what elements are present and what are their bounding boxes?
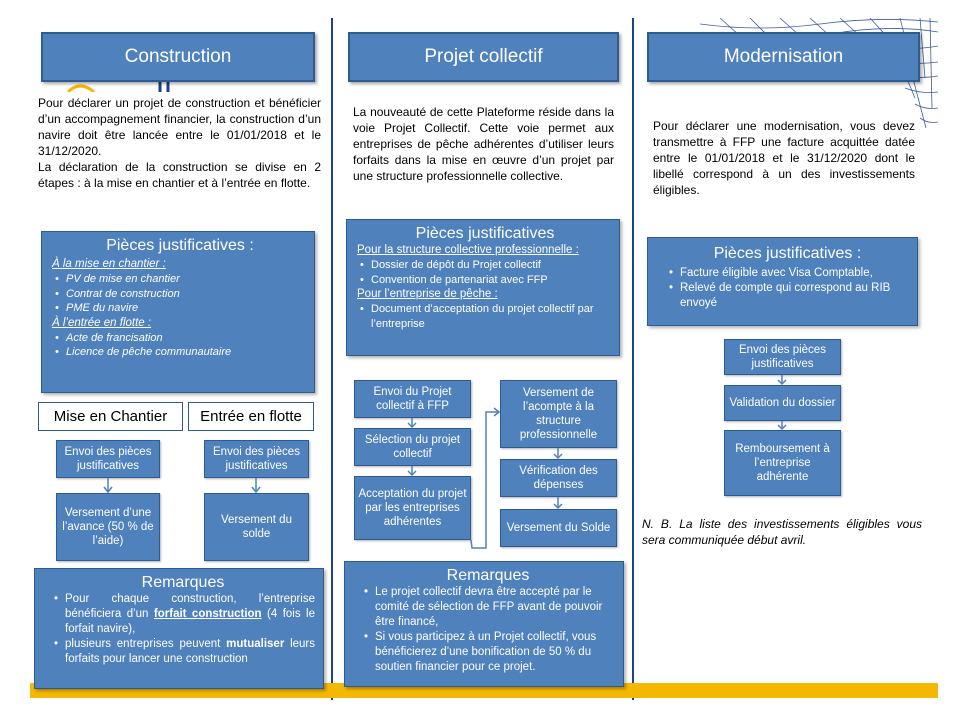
collectif-flow-left-2: Sélection du projet collectif bbox=[354, 428, 471, 466]
collectif-flow-right-3: Versement du Solde bbox=[500, 509, 617, 547]
remark-bold: forfait construction bbox=[153, 608, 262, 620]
remark-text: leurs forfaits pour lancer une construct… bbox=[65, 638, 316, 665]
remark-text: (4 fois le forfait navire), bbox=[65, 608, 315, 635]
collectif-remarques-box: Remarques Le projet collectif devra être… bbox=[344, 561, 624, 687]
modernisation-header: Modernisation bbox=[647, 32, 920, 82]
collectif-flow-left-3: Acceptation du projet par les entreprise… bbox=[354, 476, 471, 540]
entree-en-flotte-label: Entrée en flotte bbox=[188, 402, 314, 431]
divider-left bbox=[331, 18, 333, 700]
construction-intro-1: Pour déclarer un projet de construction … bbox=[38, 96, 321, 158]
arrowhead-icon bbox=[407, 470, 417, 477]
construction-intro-2: La déclaration de la construction se div… bbox=[38, 160, 321, 190]
list-item: Relevé de compte qui correspond au RIB e… bbox=[669, 281, 909, 311]
collectif-flow-right-2: Vérification des dépenses bbox=[500, 459, 617, 497]
modernisation-pieces-box: Pièces justificatives : Facture éligible… bbox=[647, 237, 918, 326]
list-item: Si vous participez à un Projet collectif… bbox=[364, 630, 615, 675]
arrowhead-icon bbox=[103, 486, 113, 494]
list-item: Facture éligible avec Visa Comptable, bbox=[669, 266, 909, 281]
collectif-flow-right-1: Versement de l’acompte à la structure pr… bbox=[500, 380, 617, 448]
list-item: Licence de pêche communautaire bbox=[55, 345, 308, 360]
list-item: Pour chaque construction, l’entreprise b… bbox=[54, 592, 315, 637]
modernisation-pieces-title: Pièces justificatives : bbox=[713, 245, 862, 262]
collectif-remarques-list: Le projet collectif devra être accepté p… bbox=[361, 585, 615, 675]
modernisation-flow-1: Envoi des pièces justificatives bbox=[724, 339, 841, 375]
mise-en-chantier-label: Mise en Chantier bbox=[38, 402, 183, 431]
construction-remarques-title: Remarques bbox=[141, 574, 225, 591]
list-item: Acte de francisation bbox=[55, 331, 308, 346]
collectif-header: Projet collectif bbox=[348, 32, 619, 82]
arrowhead-icon bbox=[777, 424, 787, 431]
arrowhead-icon bbox=[251, 486, 261, 494]
construction-pieces-list2: Acte de francisation Licence de pêche co… bbox=[52, 331, 308, 360]
connector-arrow-icon bbox=[470, 411, 499, 549]
modernisation-flow-3: Remboursement à l’entreprise adhérente bbox=[724, 430, 841, 496]
list-item: PV de mise en chantier bbox=[55, 272, 308, 287]
list-item: Le projet collectif devra être accepté p… bbox=[364, 585, 615, 630]
modernisation-note: N. B. La liste des investissements éligi… bbox=[642, 517, 922, 547]
collectif-pieces-list2: Document d’acceptation du projet collect… bbox=[357, 302, 613, 331]
construction-pieces-title: Pièces justificatives : bbox=[106, 237, 254, 254]
list-item: Convention de partenariat avec FFP bbox=[360, 273, 613, 288]
construction-remarques-list: Pour chaque construction, l’entreprise b… bbox=[51, 592, 315, 667]
construction-pieces-sub2: À l’entrée en flotte : bbox=[52, 316, 152, 329]
divider-right bbox=[632, 18, 634, 700]
construction-header: Construction bbox=[41, 32, 315, 82]
arrowhead-icon bbox=[493, 407, 501, 417]
collectif-pieces-sub2: Pour l’entreprise de pêche : bbox=[357, 288, 498, 300]
list-item: Contrat de construction bbox=[55, 287, 308, 302]
construction-intro: Pour déclarer un projet de construction … bbox=[38, 95, 321, 191]
modernisation-pieces-list: Facture éligible avec Visa Comptable, Re… bbox=[666, 266, 909, 311]
remark-text: plusieurs entreprises peuvent bbox=[65, 638, 227, 650]
arrowhead-icon bbox=[553, 453, 563, 460]
collectif-flow-left-1: Envoi du Projet collectif à FFP bbox=[354, 380, 471, 418]
collectif-pieces-list1: Dossier de dépôt du Projet collectif Con… bbox=[357, 258, 613, 287]
construction-pieces-sub1: À la mise en chantier : bbox=[52, 258, 166, 270]
construction-pieces-list1: PV de mise en chantier Contrat de constr… bbox=[52, 272, 308, 316]
construction-flow-right-2: Versement du solde bbox=[204, 493, 309, 561]
list-item: Dossier de dépôt du Projet collectif bbox=[360, 258, 613, 273]
collectif-pieces-sub1: Pour la structure collective professionn… bbox=[357, 244, 579, 256]
construction-flow-left-1: Envoi des pièces justificatives bbox=[56, 440, 160, 478]
list-item: PME du navire bbox=[55, 301, 308, 316]
list-item: plusieurs entreprises peuvent mutualiser… bbox=[54, 637, 316, 667]
arrowhead-icon bbox=[553, 503, 563, 510]
collectif-remarques-title: Remarques bbox=[446, 567, 530, 584]
list-item: Document d’acceptation du projet collect… bbox=[360, 302, 613, 331]
modernisation-intro: Pour déclarer une modernisation, vous de… bbox=[653, 119, 915, 197]
collectif-pieces-title: Pièces justificatives bbox=[415, 225, 555, 242]
collectif-pieces-box: Pièces justificatives Pour la structure … bbox=[346, 219, 620, 356]
construction-flow-right-1: Envoi des pièces justificatives bbox=[204, 440, 309, 478]
arrowhead-icon bbox=[777, 379, 787, 386]
construction-remarques-box: Remarques Pour chaque construction, l’en… bbox=[34, 568, 324, 689]
collectif-intro: La nouveauté de cette Plateforme réside … bbox=[353, 105, 614, 183]
modernisation-flow-2: Validation du dossier bbox=[724, 385, 841, 421]
arrowhead-icon bbox=[407, 422, 417, 429]
remark-text: Pour chaque construction, l’entreprise b… bbox=[65, 593, 315, 620]
construction-pieces-box: Pièces justificatives : À la mise en cha… bbox=[41, 231, 315, 393]
remark-bold: mutualiser bbox=[226, 638, 285, 650]
construction-flow-left-2: Versement d’une l’avance (50 % de l’aide… bbox=[56, 493, 160, 561]
